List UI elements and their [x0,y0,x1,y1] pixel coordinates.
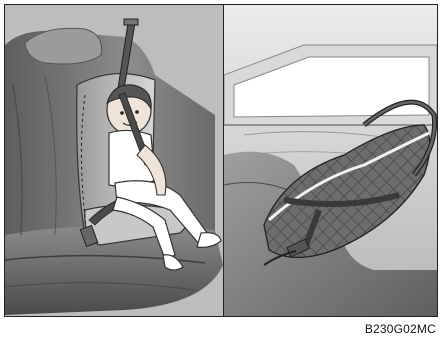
infant-seat-drawing [224,5,437,316]
infant-seat-illustration [224,5,437,316]
illustration-frame [4,4,438,317]
figure-code: B230G02MC [365,322,436,336]
booster-seat-illustration [5,5,223,316]
booster-seat-drawing [5,5,223,316]
